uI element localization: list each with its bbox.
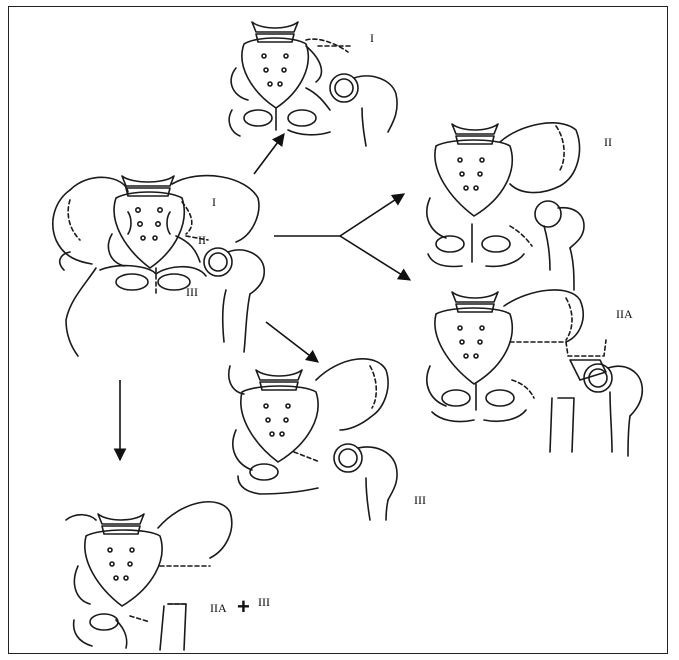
label-middle-osteotomy-iii: III xyxy=(414,494,426,506)
label-bottom-osteotomy-iia: IIA xyxy=(210,602,227,614)
label-main-osteotomy-ii: II xyxy=(198,234,206,246)
label-right-osteotomy-ii: II xyxy=(604,136,612,148)
label-bottom-osteotomy-iii: III xyxy=(258,596,270,608)
label-bottom-plus: + xyxy=(237,596,250,618)
label-right-osteotomy-iia: IIA xyxy=(616,308,633,320)
label-main-osteotomy-i: I xyxy=(212,196,216,208)
label-top-osteotomy-i: I xyxy=(370,32,374,44)
label-main-osteotomy-iii: III xyxy=(186,286,198,298)
arrows xyxy=(120,134,410,460)
